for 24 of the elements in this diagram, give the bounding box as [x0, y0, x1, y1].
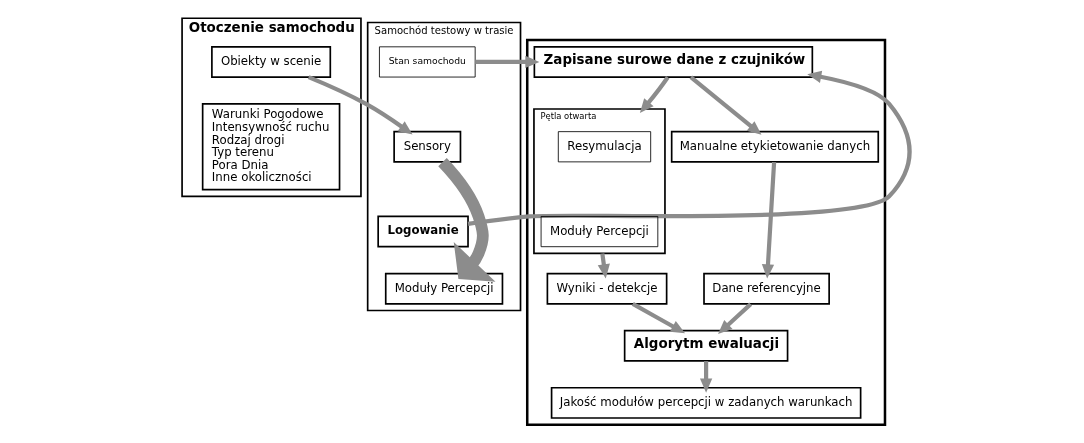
arrow: [307, 75, 413, 135]
node-box: Jakość modułów percepcji w zadanych warunkach: [550, 386, 861, 419]
node-box: Algorytm ewaluacji: [623, 329, 788, 362]
arrow: [689, 75, 761, 135]
node-box: Zapisane surowe dane z czujników: [533, 46, 813, 78]
node-box: Logowanie: [376, 215, 469, 248]
node-box: Manualne etykietowanie danych: [670, 130, 879, 163]
arrow: [639, 76, 669, 113]
arrow: [437, 158, 496, 282]
arrow: [467, 70, 912, 226]
node-box: Warunki Pogodowe Intensywność ruchu Rodzaj drogi Typ terenu Pora Dnia Inne okoliczności: [201, 103, 340, 191]
node-box: Wyniki - detekcje: [546, 272, 667, 305]
arrow: [631, 302, 685, 334]
arrow: [699, 361, 712, 393]
node-box: Obiekty w scenie: [210, 46, 331, 78]
node-box: Moduły Percepcji: [540, 216, 658, 248]
node-box: Resymulacja: [557, 131, 651, 163]
arrow: [717, 302, 752, 335]
arrow: [761, 161, 776, 279]
node-box: Dane referencyjne: [702, 272, 830, 305]
node-box: Sensory: [392, 130, 461, 163]
arrow: [474, 55, 539, 69]
node-box: Stan samochodu: [378, 46, 476, 78]
node-box: Moduły Percepcji: [384, 272, 503, 305]
